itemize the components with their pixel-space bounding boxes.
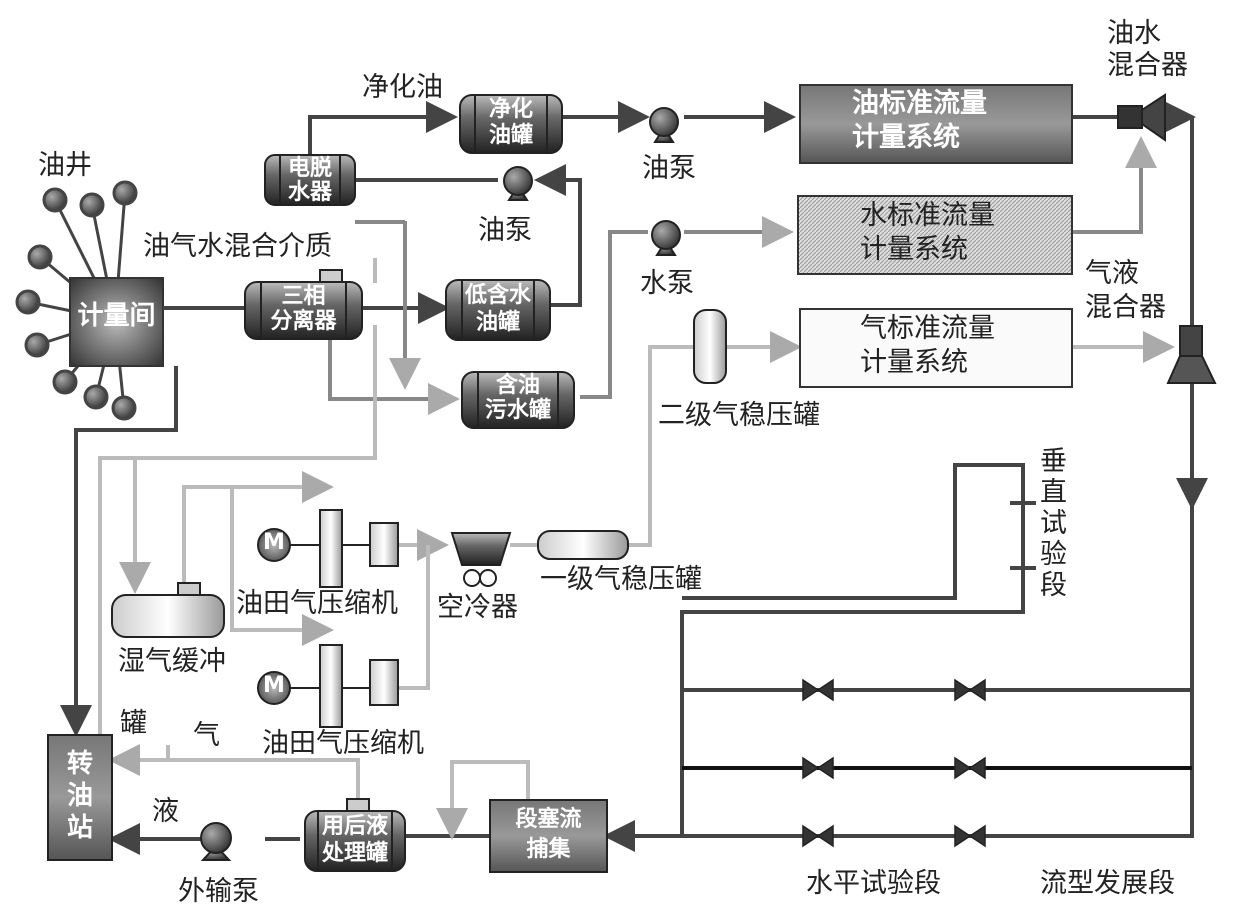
wet-gas-buffer-tank (111, 582, 225, 638)
first-stabilizer-tank (537, 530, 629, 560)
dehydrator-label-1: 电脱 (287, 156, 332, 181)
compressor-1-label: 油田气压缩机 (236, 588, 398, 619)
export-pump-label: 外输泵 (178, 876, 259, 907)
gas-liquid-mixer-label-1: 气液 (1085, 258, 1139, 289)
post-tank-label-2: 处理罐 (321, 841, 388, 866)
purified-oil-label: 净化油 (362, 72, 443, 103)
oily-water-tank (461, 371, 575, 429)
gas-liquid-mixer-icon (1166, 325, 1217, 384)
post-use-tank (304, 798, 406, 872)
slug-catcher-label-1: 段塞流 (515, 807, 582, 832)
horizontal-section-label: 水平试验段 (806, 868, 941, 899)
compressor-2 (257, 644, 399, 728)
vertical-section-label: 垂 直 试 验 段 (1040, 446, 1070, 601)
purified-tank-label-1: 净化 (488, 97, 533, 122)
three-phase-separator (244, 269, 363, 340)
oil-pump-top-label: 油泵 (642, 153, 696, 184)
metering-room (69, 277, 164, 367)
water-pump-icon (651, 220, 681, 256)
water-standard-box (797, 195, 1073, 275)
oil-std-label-2: 计量系统 (852, 122, 960, 153)
first-stabilizer-label: 一级气稳压罐 (540, 564, 702, 595)
valve-icons (802, 678, 986, 848)
three-phase-label-2: 分离器 (270, 309, 337, 334)
water-std-label-2: 计量系统 (860, 234, 968, 265)
compressor-1 (257, 509, 399, 588)
transfer-station-label-2: 油 (66, 781, 93, 811)
dehydrator-label-2: 水器 (287, 180, 332, 205)
oil-pump-top-icon (649, 107, 679, 143)
vertical-char-2: 直 (1040, 477, 1067, 509)
second-stabilizer-tank (693, 309, 727, 384)
slug-catcher-box (489, 799, 608, 873)
motor-2-label: M (263, 673, 285, 698)
oil-water-mixer-label-1: 油水 (1107, 18, 1161, 49)
oily-water-tank-label-1: 含油 (495, 373, 540, 398)
water-pump-label: 水泵 (640, 268, 694, 299)
motor-1-label: M (263, 530, 285, 555)
low-water-tank-label-2: 油罐 (475, 310, 520, 335)
vertical-char-4: 验 (1040, 539, 1067, 571)
gas-liquid-mixer-label-2: 混合器 (1085, 292, 1166, 323)
oil-water-mixer-label-2: 混合器 (1107, 50, 1188, 81)
oil-standard-box (799, 84, 1073, 164)
second-stabilizer-label: 二级气稳压罐 (658, 400, 820, 431)
gas-std-label-2: 计量系统 (860, 347, 968, 378)
water-std-label-1: 水标准流量 (860, 200, 995, 231)
purified-tank-label-2: 油罐 (488, 123, 533, 148)
flow-development-label: 流型发展段 (1040, 868, 1175, 899)
post-tank-label-1: 用后液 (321, 814, 388, 839)
oil-std-label-1: 油标准流量 (852, 88, 987, 119)
oil-well-label: 油井 (38, 150, 92, 181)
gas-char-label: 气 (193, 720, 220, 751)
vertical-char-3: 试 (1040, 508, 1067, 540)
low-water-tank-label-1: 低含水 (464, 283, 531, 308)
low-water-oil-tank (445, 279, 551, 341)
wet-gas-buffer-label: 湿气缓冲 (118, 646, 226, 677)
metering-room-label: 计量间 (77, 301, 156, 331)
oil-pump-mid-label: 油泵 (478, 215, 532, 246)
oil-pump-mid-icon (503, 166, 533, 201)
oily-water-tank-label-2: 污水罐 (484, 398, 551, 423)
transfer-station-box (47, 734, 113, 861)
air-cooler-icon (450, 532, 512, 587)
transfer-station-label-3: 站 (66, 813, 93, 843)
mixed-medium-label: 油气水混合介质 (143, 231, 332, 262)
air-cooler-label: 空冷器 (437, 592, 518, 623)
oil-water-mixer-icon (1117, 93, 1166, 142)
export-pump-icon (200, 822, 232, 861)
dehydrator (264, 154, 356, 206)
transfer-station-label-1: 转 (66, 749, 93, 779)
three-phase-label-1: 三相 (281, 284, 326, 309)
gas-std-label-1: 气标准流量 (860, 313, 995, 344)
vertical-char-1: 垂 (1040, 446, 1067, 477)
purified-oil-tank (459, 94, 563, 154)
compressor-2-label: 油田气压缩机 (262, 728, 424, 759)
gas-standard-box (799, 308, 1073, 388)
liquid-char-label: 液 (152, 796, 179, 827)
vertical-char-5: 段 (1040, 570, 1067, 602)
slug-catcher-label-2: 捕集 (526, 837, 571, 862)
tank-char-label: 罐 (120, 708, 147, 739)
